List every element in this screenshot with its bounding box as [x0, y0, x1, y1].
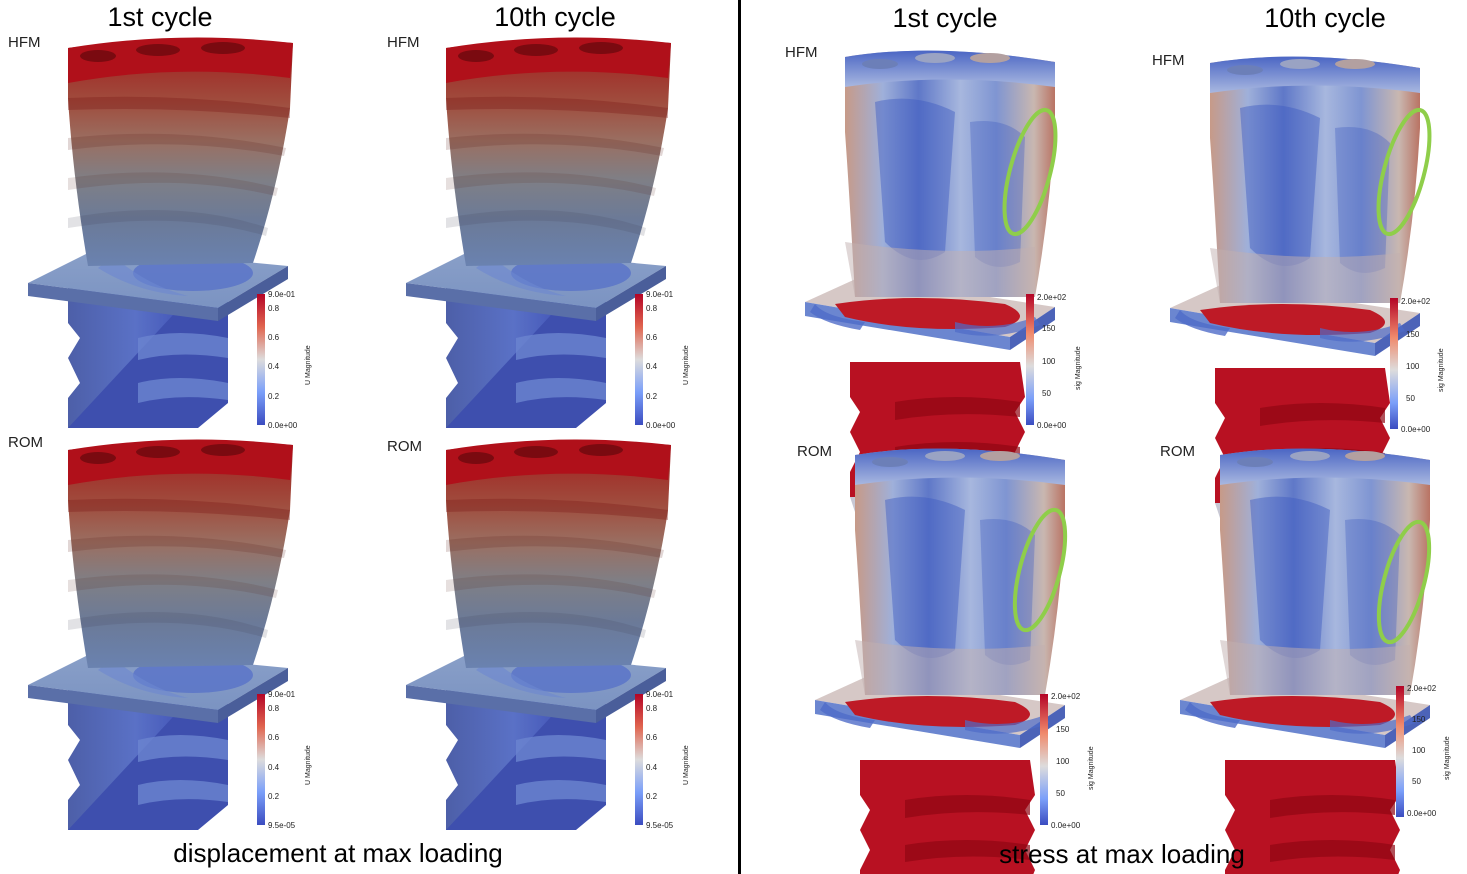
svg-text:0.0e+00: 0.0e+00	[1037, 421, 1067, 430]
svg-text:9.0e-01: 9.0e-01	[646, 290, 674, 299]
svg-text:0.6: 0.6	[646, 733, 658, 742]
svg-text:2.0e+02: 2.0e+02	[1407, 684, 1437, 693]
svg-text:0.4: 0.4	[268, 763, 280, 772]
blade-stress-hfm-1st	[805, 50, 1055, 513]
svg-text:9.0e-01: 9.0e-01	[268, 690, 296, 699]
svg-text:2.0e+02: 2.0e+02	[1051, 692, 1081, 701]
svg-text:9.5e-05: 9.5e-05	[268, 821, 296, 830]
svg-text:sig Magnitude: sig Magnitude	[1088, 746, 1095, 790]
colorbar-disp-hfm-10th: 9.0e-01 0.8 0.6 0.4 0.2 0.0e+00 U Magnit…	[635, 290, 690, 430]
highlight-ellipse-rom-10th	[1376, 519, 1432, 645]
blade-disp-rom-10th	[406, 439, 671, 830]
svg-text:150: 150	[1406, 330, 1420, 339]
svg-text:0.6: 0.6	[268, 733, 280, 742]
svg-text:U Magnitude: U Magnitude	[305, 745, 312, 785]
colorbar-stress-rom-10th: 2.0e+02 150 100 50 0.0e+00 sig Magnitude	[1396, 684, 1451, 818]
panel-divider	[738, 0, 741, 874]
svg-text:150: 150	[1042, 324, 1056, 333]
svg-text:0.2: 0.2	[646, 392, 658, 401]
svg-text:0.8: 0.8	[268, 304, 280, 313]
cb-min: 0.0e+00	[268, 421, 298, 430]
svg-text:0.2: 0.2	[646, 792, 658, 801]
svg-text:2.0e+02: 2.0e+02	[1037, 293, 1067, 302]
blade-disp-hfm-10th	[406, 37, 671, 428]
svg-text:0.0e+00: 0.0e+00	[646, 421, 676, 430]
blade-disp-rom-1st	[28, 439, 293, 830]
svg-text:2.0e+02: 2.0e+02	[1401, 297, 1431, 306]
svg-text:50: 50	[1412, 777, 1421, 786]
label-hfm-stress-1: HFM	[785, 44, 818, 61]
svg-text:sig Magnitude: sig Magnitude	[1438, 348, 1445, 392]
heading-stress-1st-cycle: 1st cycle	[892, 3, 998, 33]
svg-text:0.8: 0.8	[646, 704, 658, 713]
label-rom-stress-1: ROM	[797, 443, 832, 460]
svg-text:0.8: 0.8	[646, 304, 658, 313]
svg-text:50: 50	[1406, 394, 1415, 403]
svg-text:sig Magnitude: sig Magnitude	[1444, 736, 1451, 780]
highlight-ellipse-hfm-1st	[1002, 107, 1058, 237]
label-hfm-disp-1: HFM	[8, 34, 41, 51]
blade-stress-rom-10th	[1180, 448, 1430, 874]
svg-text:150: 150	[1056, 725, 1070, 734]
cb-title: U Magnitude	[305, 345, 312, 385]
highlight-ellipse-hfm-10th	[1376, 107, 1432, 237]
highlight-ellipse-rom-1st	[1012, 507, 1068, 633]
svg-text:0.6: 0.6	[268, 333, 280, 342]
colorbar-stress-rom-1st: 2.0e+02 150 100 50 0.0e+00 sig Magnitude	[1040, 692, 1095, 830]
svg-text:0.0e+00: 0.0e+00	[1401, 425, 1431, 434]
label-rom-disp-10: ROM	[387, 438, 422, 455]
cb-max: 9.0e-01	[268, 290, 296, 299]
svg-text:100: 100	[1056, 757, 1070, 766]
svg-text:9.0e-01: 9.0e-01	[646, 690, 674, 699]
svg-text:0.2: 0.2	[268, 792, 280, 801]
heading-displacement-10th-cycle: 10th cycle	[494, 2, 616, 32]
colorbar-disp-rom-10th: 9.0e-01 0.8 0.6 0.4 0.2 9.5e-05 U Magnit…	[635, 690, 690, 830]
svg-text:50: 50	[1056, 789, 1065, 798]
svg-text:U Magnitude: U Magnitude	[683, 745, 690, 785]
svg-text:100: 100	[1042, 357, 1056, 366]
svg-text:0.2: 0.2	[268, 392, 280, 401]
caption-displacement: displacement at max loading	[173, 838, 503, 868]
svg-text:100: 100	[1406, 362, 1420, 371]
svg-text:100: 100	[1412, 746, 1426, 755]
heading-stress-10th-cycle: 10th cycle	[1264, 3, 1386, 33]
svg-text:U Magnitude: U Magnitude	[683, 345, 690, 385]
caption-stress: stress at max loading	[999, 839, 1245, 869]
label-hfm-stress-10: HFM	[1152, 52, 1185, 69]
label-rom-stress-10: ROM	[1160, 443, 1195, 460]
label-hfm-disp-10: HFM	[387, 34, 420, 51]
colorbar-stress-hfm-10th: 2.0e+02 150 100 50 0.0e+00 sig Magnitude	[1390, 297, 1445, 434]
colorbar-stress-hfm-1st: 2.0e+02 150 100 50 0.0e+00 sig Magnitude	[1026, 293, 1082, 430]
svg-text:sig Magnitude: sig Magnitude	[1075, 346, 1082, 390]
heading-displacement-1st-cycle: 1st cycle	[107, 2, 213, 32]
svg-text:150: 150	[1412, 715, 1426, 724]
svg-text:0.8: 0.8	[268, 704, 280, 713]
blade-disp-hfm-1st	[28, 37, 293, 428]
colorbar-disp-hfm-1st: 9.0e-01 0.8 0.6 0.4 0.2 0.0e+00 U Magnit…	[257, 290, 312, 430]
svg-text:0.4: 0.4	[646, 763, 658, 772]
label-rom-disp-1: ROM	[8, 434, 43, 451]
svg-text:0.6: 0.6	[646, 333, 658, 342]
blade-stress-rom-1st	[815, 448, 1065, 874]
svg-text:0.4: 0.4	[646, 362, 658, 371]
svg-text:9.5e-05: 9.5e-05	[646, 821, 674, 830]
svg-text:50: 50	[1042, 389, 1051, 398]
svg-text:0.0e+00: 0.0e+00	[1051, 821, 1081, 830]
colorbar-disp-rom-1st: 9.0e-01 0.8 0.6 0.4 0.2 9.5e-05 U Magnit…	[257, 690, 312, 830]
svg-text:0.4: 0.4	[268, 362, 280, 371]
svg-text:0.0e+00: 0.0e+00	[1407, 809, 1437, 818]
